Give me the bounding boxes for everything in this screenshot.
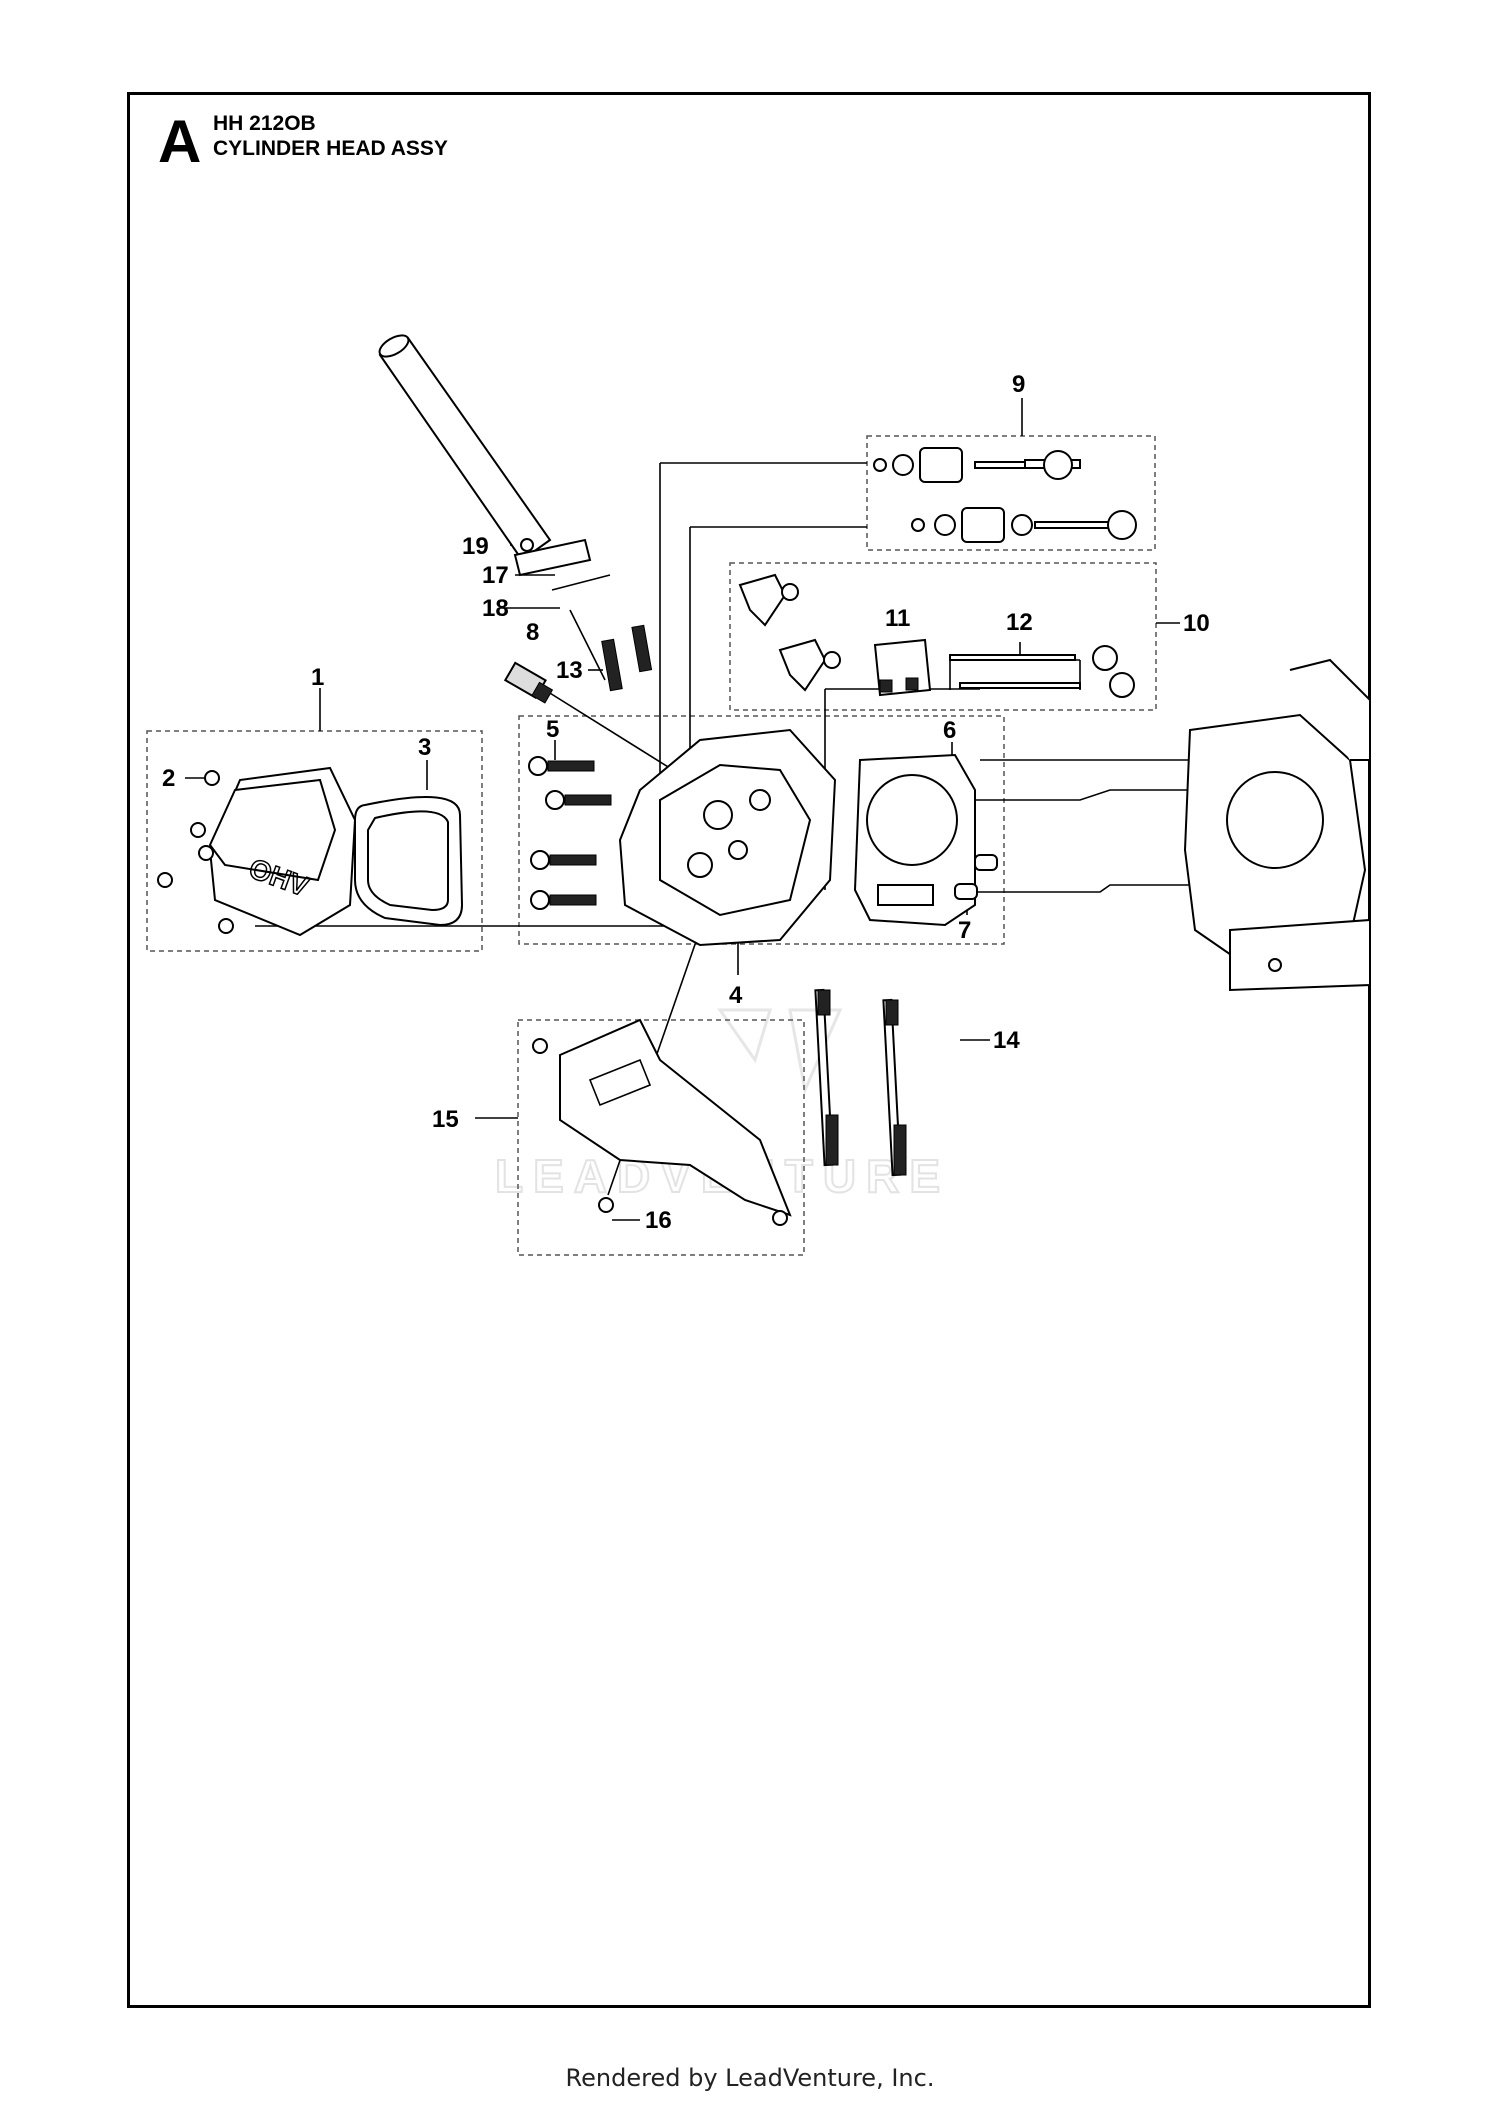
dowel-pins: [954, 854, 998, 900]
callout-1: 1: [311, 664, 324, 691]
callout-16: 16: [645, 1207, 672, 1234]
cover-gasket: [354, 796, 464, 927]
callout-labels: 1 2 3 4 5 6 7 8 9 10 11 12 13 14 15 16 1…: [162, 371, 1210, 1234]
callout-5: 5: [546, 716, 559, 743]
short-studs: [601, 624, 653, 692]
head-gasket: [853, 753, 976, 927]
long-studs: [814, 988, 907, 1177]
guide-plate: [873, 638, 932, 697]
callout-7: 7: [958, 917, 971, 944]
callout-12: 12: [1006, 609, 1033, 636]
footer-credit: Rendered by LeadVenture, Inc.: [565, 2064, 935, 2092]
spark-plug: [503, 661, 554, 704]
callout-4: 4: [729, 982, 743, 1009]
callout-2: 2: [162, 765, 175, 792]
callout-19: 19: [462, 533, 489, 560]
exhaust-pipe: [378, 334, 592, 577]
callout-9: 9: [1012, 371, 1025, 398]
callout-6: 6: [943, 717, 956, 744]
diagram-frame: [127, 92, 1371, 2008]
callout-8: 8: [526, 619, 539, 646]
rocker-arms: [738, 573, 841, 692]
cover-screw: [598, 1197, 614, 1213]
pipe-nut: [520, 538, 534, 552]
rocker-cover-group-box: [146, 730, 483, 952]
pipe-gasket: [551, 574, 611, 591]
callout-13: 13: [556, 657, 583, 684]
head-bolts: [528, 756, 612, 910]
head-cover: [532, 1018, 792, 1226]
valve-assembly: [873, 447, 1137, 543]
diagram-title: CYLINDER HEAD ASSY: [213, 137, 448, 160]
section-letter: A: [158, 108, 202, 175]
model-number: HH 212OB: [213, 112, 316, 135]
callout-17: 17: [482, 562, 509, 589]
stud-line: [569, 609, 606, 681]
rocker-cover: OHV: [208, 766, 357, 937]
cylinder-head-group-box: [518, 715, 1005, 945]
callout-10: 10: [1183, 610, 1210, 637]
push-rods: [949, 645, 1135, 698]
callout-3: 3: [418, 734, 431, 761]
callout-18: 18: [482, 595, 509, 622]
callout-15: 15: [432, 1106, 459, 1133]
rocker-arm-group-box: [729, 562, 1157, 711]
cylinder-head: [618, 728, 837, 947]
callout-14: 14: [993, 1027, 1020, 1054]
engine-block: [1183, 658, 1371, 992]
valve-group-box: [866, 435, 1156, 551]
cover-bolts: [157, 770, 234, 934]
callout-11: 11: [885, 605, 910, 632]
